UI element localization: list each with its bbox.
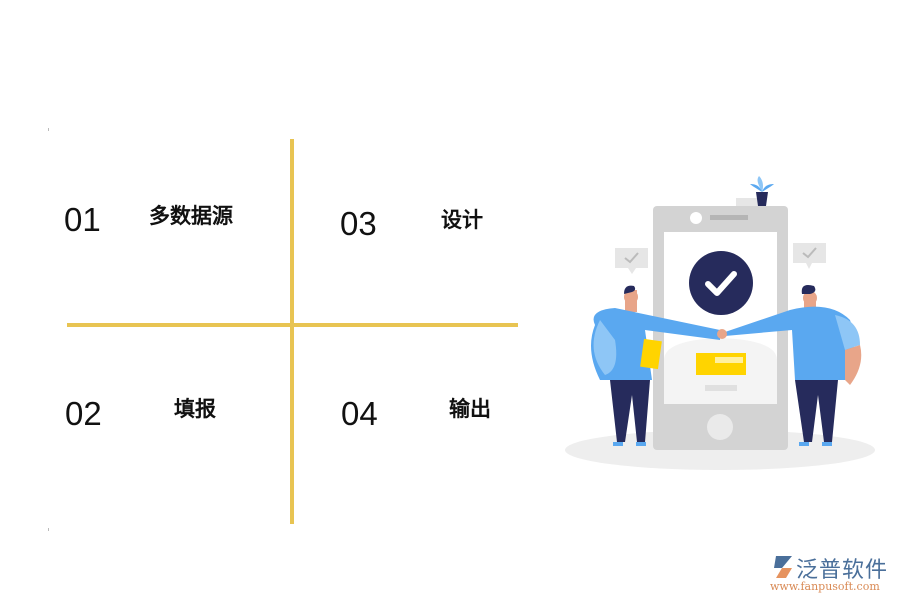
fanpusoft-logo: 泛普软件 www.fanpusoft.com xyxy=(768,552,898,596)
logo-icon xyxy=(774,556,792,578)
horizontal-divider xyxy=(67,323,518,327)
quadrant-number: 03 xyxy=(340,205,377,242)
teamwork-illustration xyxy=(560,170,880,470)
quadrant-label: 设计 xyxy=(441,208,483,232)
quadrant-number: 04 xyxy=(341,395,378,432)
check-circle-icon xyxy=(689,251,753,315)
logo-name: 泛普软件 xyxy=(796,558,889,583)
quadrant-label: 填报 xyxy=(174,397,216,421)
plant-icon xyxy=(750,176,774,206)
quadrant-number: 02 xyxy=(65,395,102,432)
logo-url: www.fanpusoft.com xyxy=(770,580,880,593)
chat-check-icon xyxy=(793,243,826,269)
corner-mark xyxy=(48,128,49,131)
chat-check-icon xyxy=(615,248,648,274)
quadrant-number: 01 xyxy=(64,201,101,238)
vertical-divider xyxy=(290,139,294,524)
quadrant-label: 多数据源 xyxy=(149,204,233,228)
quadrant-label: 输出 xyxy=(449,397,491,421)
corner-mark xyxy=(48,528,49,531)
